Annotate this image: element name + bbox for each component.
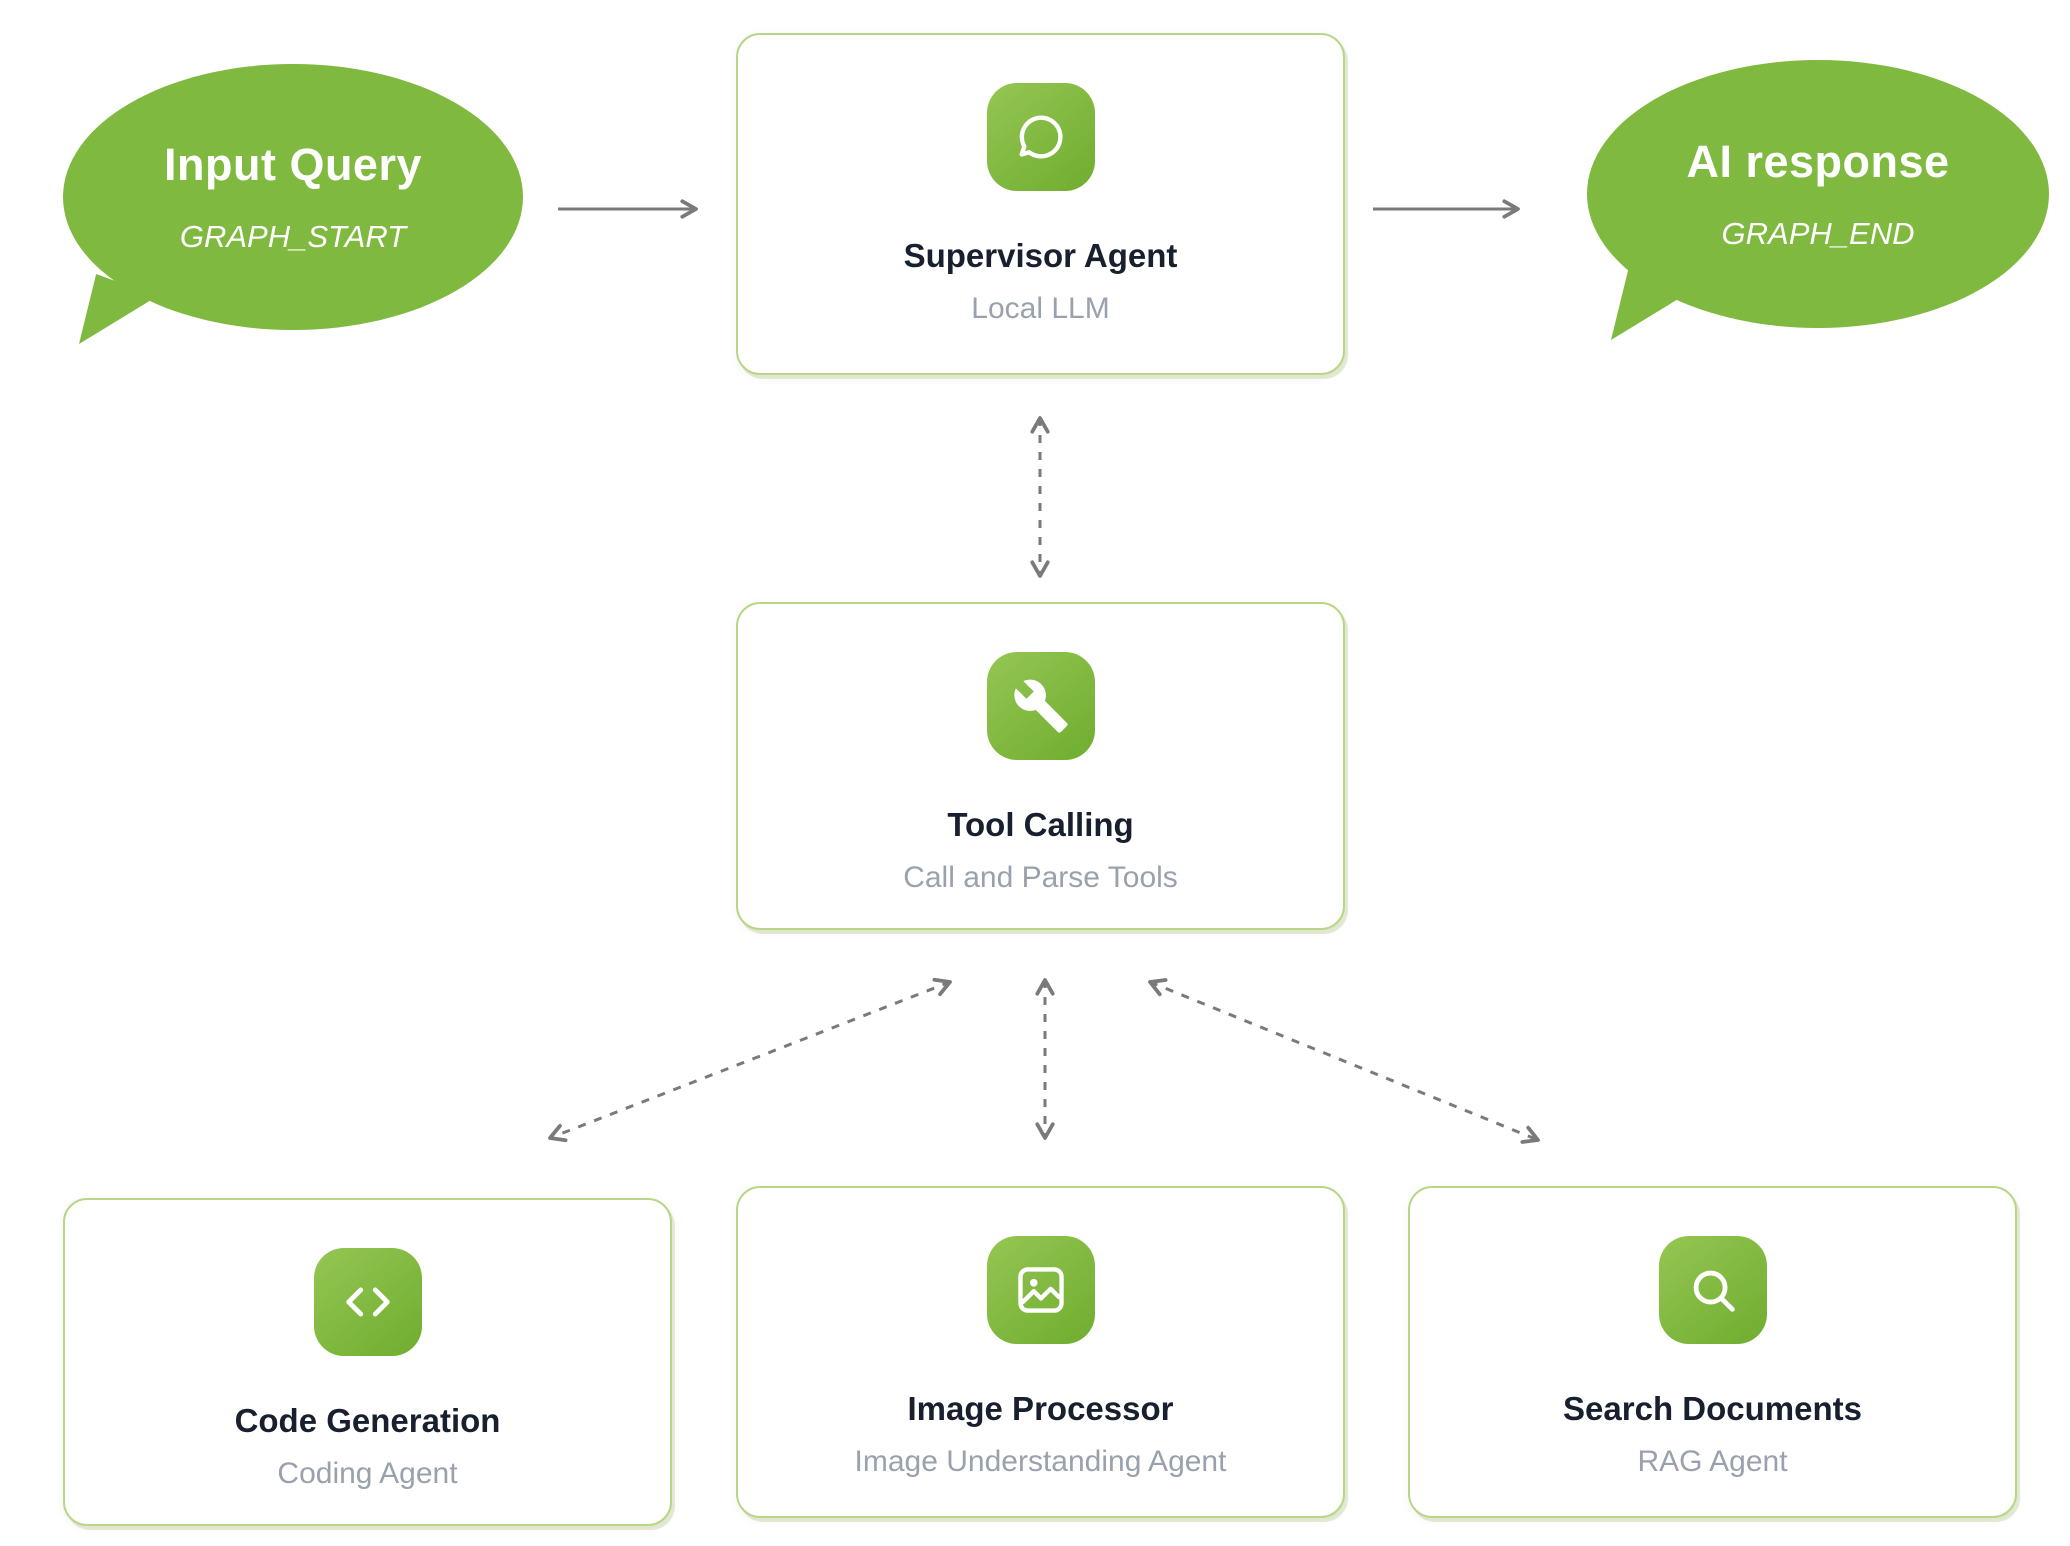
- code-icon: [313, 1248, 422, 1356]
- node-ai-response: AI response GRAPH_END: [1587, 60, 2049, 340]
- node-title: Code Generation: [234, 1402, 501, 1439]
- node-subtitle: GRAPH_START: [179, 219, 407, 254]
- node-title: Search Documents: [1563, 1390, 1862, 1427]
- wrench-icon: [986, 652, 1095, 760]
- node-title: Input Query: [163, 139, 422, 190]
- node-image-processor: Image Processor Image Understanding Agen…: [736, 1186, 1345, 1518]
- node-supervisor-agent: Supervisor Agent Local LLM: [736, 33, 1345, 375]
- node-title: Supervisor Agent: [903, 237, 1178, 274]
- node-code-generation: Code Generation Coding Agent: [63, 1198, 672, 1526]
- node-subtitle: Call and Parse Tools: [903, 861, 1178, 894]
- node-subtitle: GRAPH_END: [1721, 216, 1915, 251]
- image-icon: [986, 1236, 1095, 1344]
- chat-bubble-icon: [986, 83, 1095, 191]
- node-subtitle: Image Understanding Agent: [854, 1445, 1227, 1478]
- node-subtitle: Coding Agent: [277, 1457, 458, 1490]
- node-title: Image Processor: [907, 1390, 1174, 1427]
- edge-tool-calling-search-documents: [1148, 978, 1540, 1144]
- node-subtitle: RAG Agent: [1637, 1445, 1788, 1478]
- node-tool-calling: Tool Calling Call and Parse Tools: [736, 602, 1345, 930]
- node-subtitle: Local LLM: [971, 292, 1110, 325]
- node-title: AI response: [1686, 136, 1950, 187]
- node-input-query: Input Query GRAPH_START: [63, 64, 523, 344]
- search-icon: [1658, 1236, 1767, 1344]
- edge-tool-calling-code-generation: [548, 977, 952, 1143]
- node-search-documents: Search Documents RAG Agent: [1408, 1186, 2017, 1518]
- node-title: Tool Calling: [947, 806, 1134, 843]
